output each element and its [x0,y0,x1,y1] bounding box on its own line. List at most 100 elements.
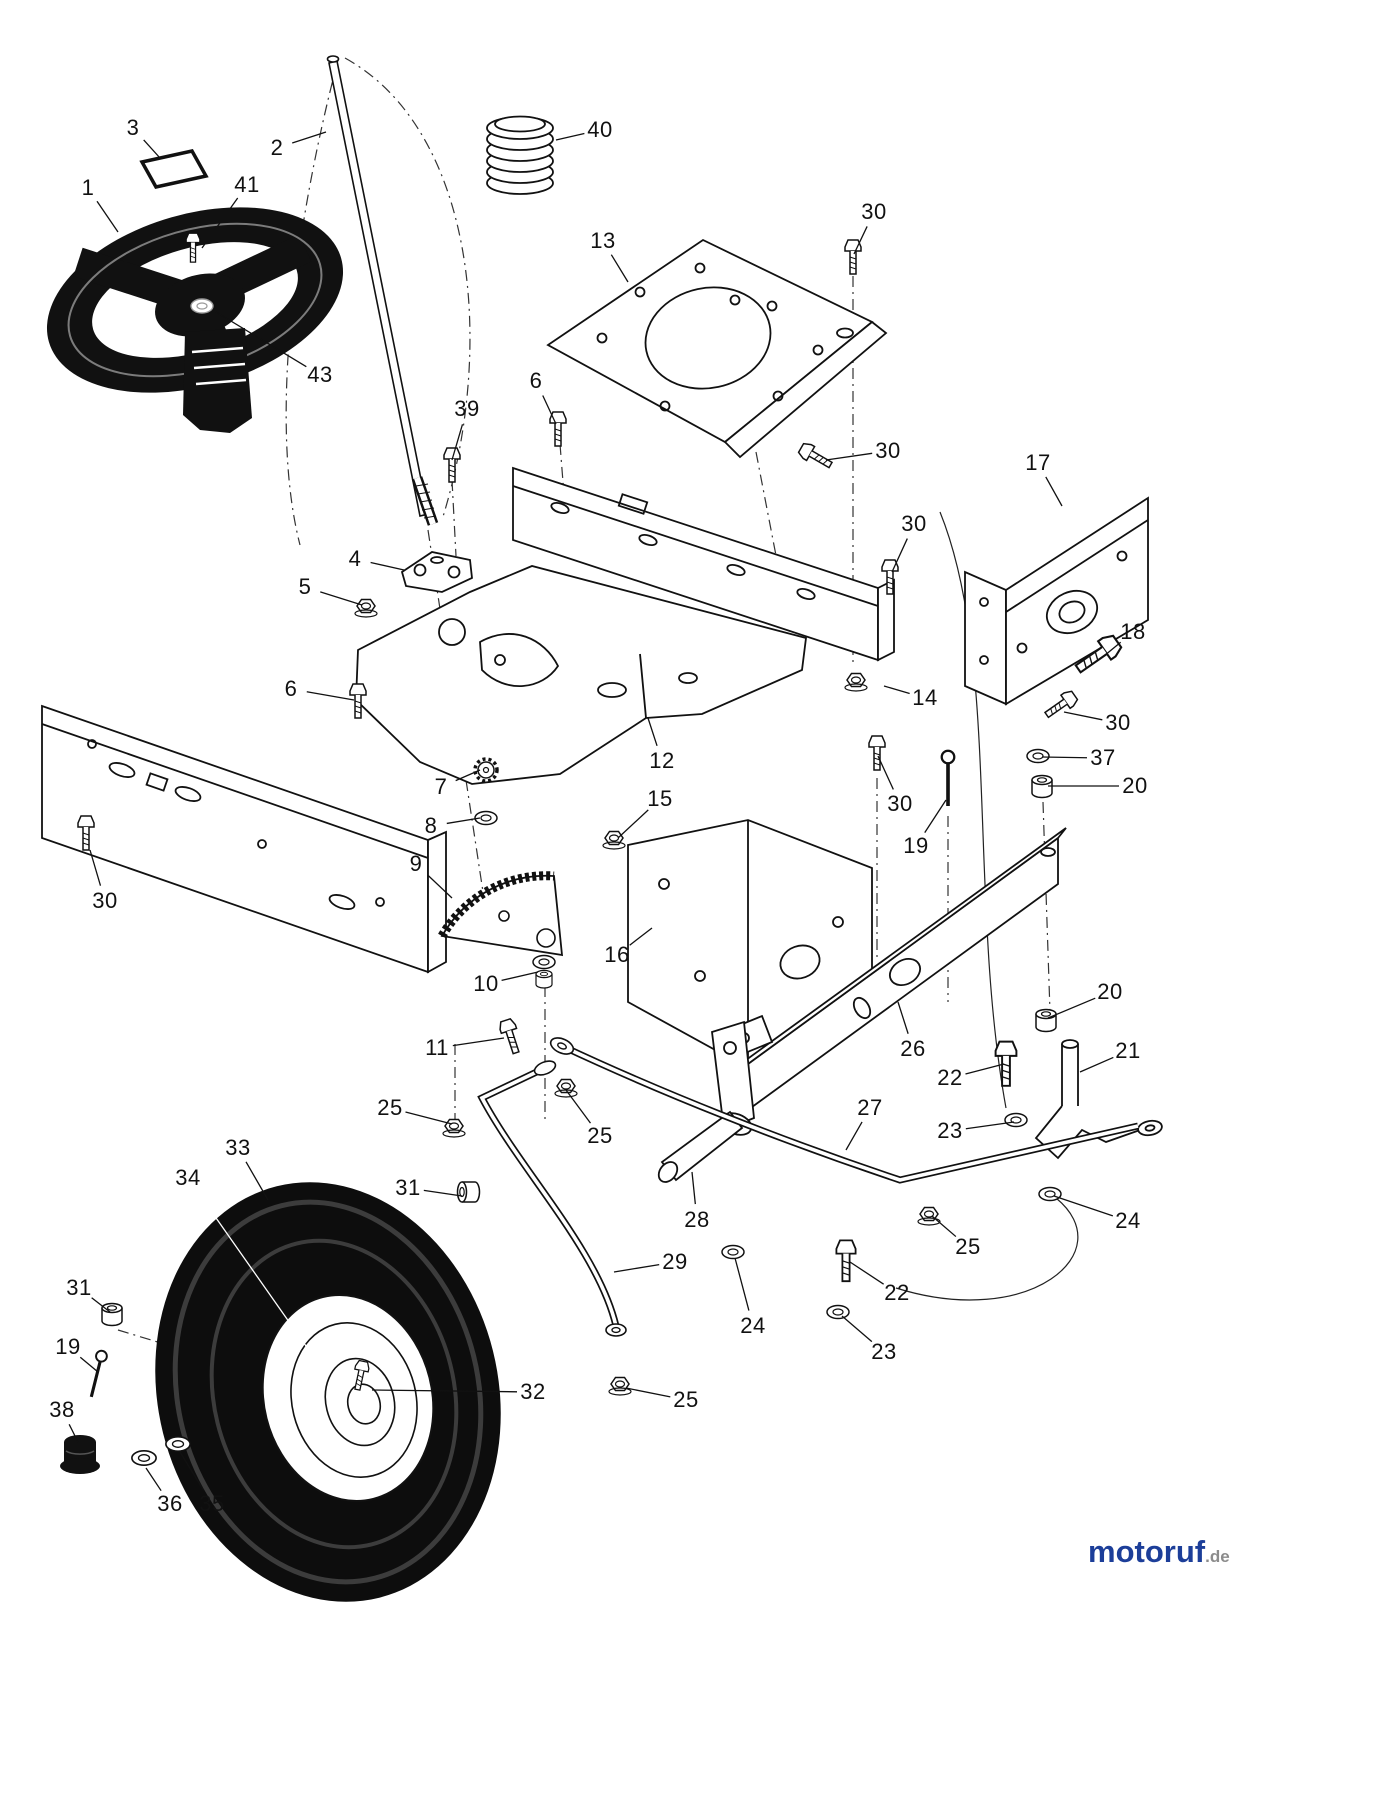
frame-rail-left [41,704,447,974]
callout-5: 5 [298,574,312,599]
callout-30: 30 [92,888,118,913]
leader-line-22 [965,1063,1005,1075]
callout-28: 28 [684,1207,710,1232]
leader-line-32 [371,1389,518,1393]
steering-boot-spring [486,115,554,195]
callout-8: 8 [424,813,438,838]
bolt-30-seat [796,440,836,473]
callout-24: 24 [740,1313,766,1338]
callout-23: 23 [937,1118,963,1143]
frame-rail-right [512,466,895,662]
callout-23: 23 [871,1339,897,1364]
leader-line-26 [897,1001,909,1034]
front-wheel [155,1182,501,1602]
leader-line-30 [89,849,102,886]
washer-37 [1026,748,1050,764]
bolt-22-center [835,1239,857,1283]
callout-41: 41 [234,172,260,197]
callout-35: 35 [199,1491,225,1516]
steering-wheel-cap [139,149,209,189]
leader-line-25 [405,1111,453,1125]
leader-line-24 [1053,1195,1114,1217]
leader-line-6 [306,691,355,701]
callout-40: 40 [587,117,613,142]
spindle-right [1034,1039,1163,1160]
callout-22: 22 [884,1280,910,1305]
leader-line-1 [96,200,119,233]
nut-5 [354,598,378,618]
callout-17: 17 [1025,450,1051,475]
washer-10 [532,954,556,970]
callout-33: 33 [225,1135,251,1160]
callout-20: 20 [1122,773,1148,798]
nut-25-c [917,1206,941,1226]
washer-23-right [1004,1112,1028,1128]
callout-30: 30 [887,791,913,816]
bolt-30-right [1041,688,1080,723]
leader-line-10 [501,971,539,982]
callout-9: 9 [409,851,423,876]
leader-line-24 [734,1257,750,1311]
leader-line-13 [610,254,629,283]
leader-line-30 [1063,711,1103,721]
callout-22: 22 [937,1065,963,1090]
callout-30: 30 [1105,710,1131,735]
callout-19: 19 [55,1334,81,1359]
callout-21: 21 [1115,1038,1141,1063]
callout-36: 36 [157,1491,183,1516]
pinion-gear-7 [473,757,499,783]
washer-24-center [721,1244,745,1260]
leader-line-11 [452,1037,505,1047]
callout-12: 12 [649,748,675,773]
leader-line-4 [370,561,405,571]
leader-line-18 [1103,641,1122,657]
bushing-31-right [456,1181,481,1203]
washer-35 [165,1436,191,1452]
leader-line-21 [1079,1056,1114,1073]
callout-29: 29 [662,1249,688,1274]
leader-line-9 [427,874,453,899]
leader-line-31 [423,1189,463,1197]
callout-25: 25 [587,1123,613,1148]
leader-line-38 [68,1424,79,1443]
leader-line-31 [91,1297,111,1313]
pin-19-left [84,1348,110,1400]
leader-line-20 [1047,997,1096,1019]
nut-25-d [608,1376,632,1396]
watermark-brand: motoruf [1088,1534,1206,1569]
callout-30: 30 [901,511,927,536]
leader-line-22 [849,1261,885,1285]
bushing-10 [535,969,553,989]
nut-rail [844,672,868,692]
leader-line-2 [292,131,327,144]
callout-30: 30 [861,199,887,224]
seat-plate [546,238,888,459]
leader-line-43 [215,311,307,368]
callout-2: 2 [270,135,284,160]
leader-line-30 [853,226,868,255]
bushing-20-lower [1035,1008,1057,1033]
washer-23-center [826,1304,850,1320]
leader-line-29 [613,1263,660,1273]
callout-13: 13 [590,228,616,253]
leader-line-35 [179,1451,205,1491]
drag-link [477,1060,627,1337]
leader-line-27 [845,1121,863,1151]
callout-37: 37 [1090,745,1116,770]
callout-10: 10 [473,971,499,996]
callout-24: 24 [1115,1208,1141,1233]
leader-line-17 [1045,476,1063,507]
leader-line-15 [617,809,649,839]
callout-3: 3 [126,115,140,140]
leader-line-30 [825,452,873,461]
leader-line-3 [143,139,161,159]
callout-38: 38 [49,1397,75,1422]
watermark-logo[interactable]: motoruf.de [1088,1534,1230,1570]
watermark-suffix: .de [1205,1547,1230,1566]
callout-31: 31 [395,1175,421,1200]
washer-24-right [1038,1186,1062,1202]
callout-4: 4 [348,546,362,571]
callout-25: 25 [673,1387,699,1412]
callout-32: 32 [520,1379,546,1404]
